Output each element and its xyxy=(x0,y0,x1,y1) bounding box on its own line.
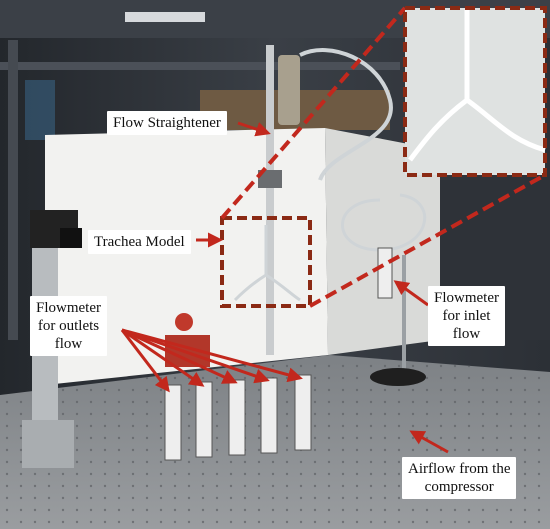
white-panel-side xyxy=(325,128,440,355)
zoom-inset-border xyxy=(403,6,547,177)
hose-curve xyxy=(299,48,393,181)
arrow-compressor xyxy=(409,430,449,454)
cable-bundle xyxy=(25,80,55,140)
arrow-flow-straightener xyxy=(237,121,271,137)
shelf-post-left xyxy=(8,40,18,340)
inlet-stand-base xyxy=(370,368,426,386)
inlet-tube xyxy=(266,45,274,355)
label-airflow-compressor: Airflow from the compressor xyxy=(402,457,517,499)
ceiling-light xyxy=(125,12,205,22)
label-flow-straightener: Flow Straightener xyxy=(107,111,227,135)
flow-straightener-body xyxy=(278,55,300,125)
white-panel xyxy=(45,128,328,385)
label-flowmeter-outlets: Flowmeter for outlets flow xyxy=(30,296,107,356)
trachea-outline xyxy=(233,225,301,302)
zoom-line-top xyxy=(220,6,407,220)
arrows-outlet-flowmeters xyxy=(120,328,303,393)
trachea-highlight-box xyxy=(220,216,312,308)
flow-straightener-mount xyxy=(258,170,282,188)
zoom-inset xyxy=(405,8,545,175)
outlet-flowmeters xyxy=(164,374,312,461)
zoom-inset-trachea xyxy=(408,10,546,162)
valve-handle xyxy=(175,313,193,331)
zoom-line-bottom xyxy=(309,173,546,308)
arrow-inlet-flowmeter xyxy=(393,280,429,307)
shelf-rail xyxy=(0,62,400,70)
camera-lens xyxy=(60,228,82,248)
label-trachea-model: Trachea Model xyxy=(88,230,191,254)
camera-base xyxy=(22,420,74,468)
inlet-stand-post xyxy=(402,255,406,370)
label-flowmeter-inlet: Flowmeter for inlet flow xyxy=(428,286,505,346)
inlet-flowmeter xyxy=(377,247,393,299)
